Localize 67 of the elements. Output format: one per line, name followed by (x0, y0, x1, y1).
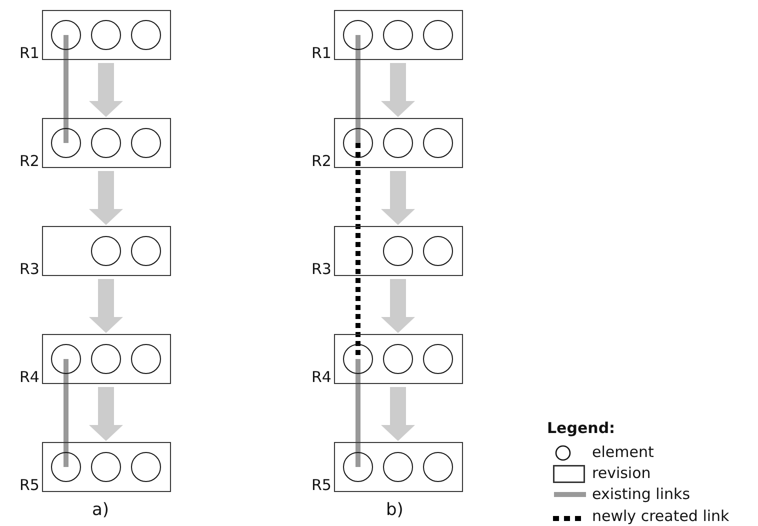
revision-label: R4 (312, 368, 332, 386)
element-circle (130, 344, 160, 374)
element-circle (382, 344, 412, 374)
revision-label: R2 (312, 152, 332, 170)
link-line (356, 359, 360, 467)
revision-box (42, 10, 170, 60)
element-circle (130, 20, 160, 50)
legend-heading: Legend: (547, 418, 616, 438)
element-circle (50, 344, 80, 374)
element-circle (90, 344, 120, 374)
element-circle (342, 128, 372, 158)
revision-box (334, 118, 462, 168)
element-circle (342, 20, 372, 50)
element-circle (50, 452, 80, 482)
revision-label: R1 (20, 44, 40, 62)
element-circle (422, 452, 452, 482)
panel-label: a) (92, 500, 110, 520)
element-circle (422, 128, 452, 158)
block-arrow (89, 63, 123, 117)
legend-text: element (592, 443, 654, 461)
element-circle (130, 452, 160, 482)
link-line (64, 359, 68, 467)
revision-label: R1 (312, 44, 332, 62)
element-circle (342, 344, 372, 374)
element-circle (422, 236, 452, 266)
revision-box (42, 442, 170, 492)
panel-label: b) (386, 500, 404, 520)
element-circle (342, 452, 372, 482)
block-arrow (381, 387, 415, 441)
element-circle (382, 236, 412, 266)
legend-text: newly created link (592, 507, 730, 525)
revision-label: R3 (20, 260, 40, 278)
block-arrow (381, 171, 415, 225)
legend-text: revision (592, 464, 651, 482)
element-circle (90, 236, 120, 266)
element-circle (130, 236, 160, 266)
element-circle (90, 128, 120, 158)
link-line (356, 35, 360, 143)
revision-box (334, 334, 462, 384)
block-arrow (89, 279, 123, 333)
link-line (64, 35, 68, 143)
revision-box (334, 10, 462, 60)
revision-box (42, 334, 170, 384)
revision-box (334, 442, 462, 492)
element-circle (90, 452, 120, 482)
element-circle (382, 128, 412, 158)
block-arrow (381, 279, 415, 333)
legend-text: existing links (592, 485, 690, 503)
element-circle (422, 344, 452, 374)
revision-label: R2 (20, 152, 40, 170)
revision-label: R5 (312, 476, 332, 494)
revision-label: R3 (312, 260, 332, 278)
element-circle (50, 128, 80, 158)
revision-label: R5 (20, 476, 40, 494)
element-circle (382, 452, 412, 482)
revision-box (42, 226, 170, 276)
revision-label: R4 (20, 368, 40, 386)
element-circle (422, 20, 452, 50)
revision-box (334, 226, 462, 276)
element-circle (382, 20, 412, 50)
block-arrow (89, 171, 123, 225)
element-circle (130, 128, 160, 158)
block-arrow (89, 387, 123, 441)
revision-box (42, 118, 170, 168)
block-arrow (381, 63, 415, 117)
element-circle (50, 20, 80, 50)
element-circle (90, 20, 120, 50)
